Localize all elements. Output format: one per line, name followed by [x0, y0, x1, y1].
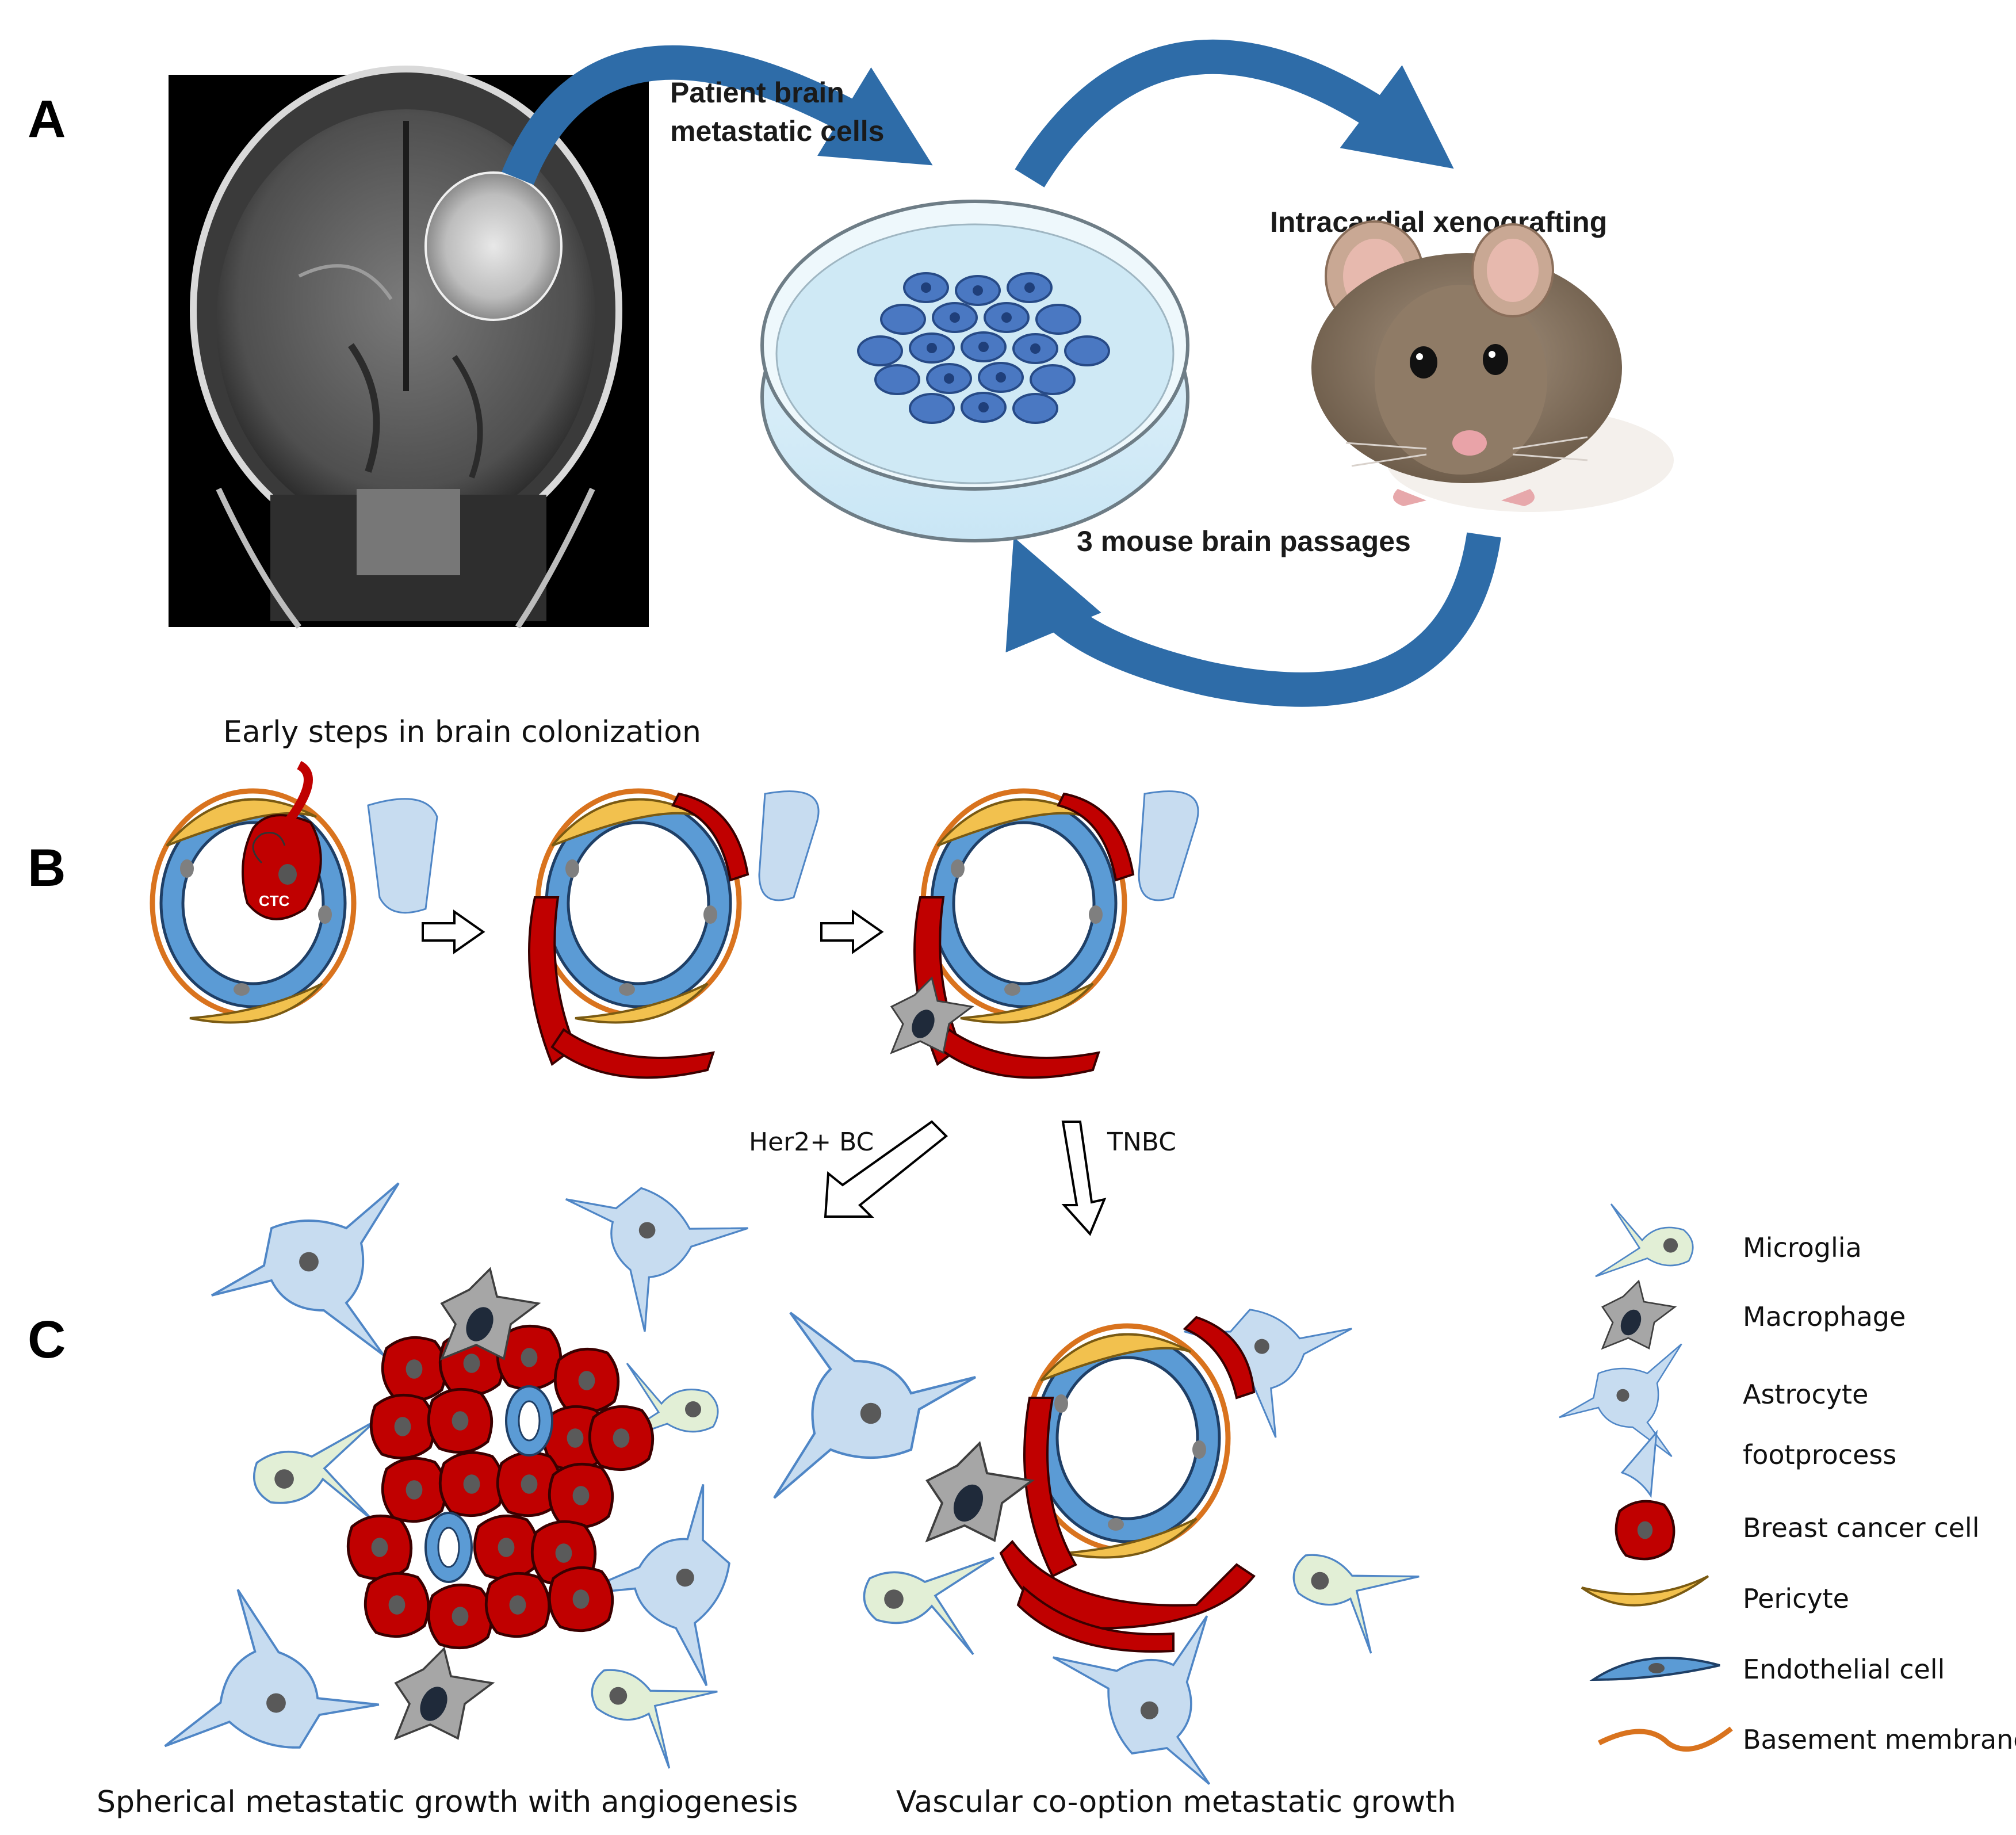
patient-cells-label-line2: metastatic cells	[670, 115, 884, 147]
spherical-growth-diagram	[163, 1125, 794, 1811]
legend-microglia-label: Microglia	[1743, 1232, 1862, 1263]
legend-pericyte-icon	[1581, 1575, 1709, 1607]
new-vessel-1	[505, 1385, 553, 1456]
mouse-illustration	[1311, 220, 1674, 512]
legend-basement-icon	[1597, 1726, 1733, 1752]
xenograft-label: Intracardial xenografting	[1270, 206, 1607, 238]
vessel-step-3	[890, 791, 1199, 1079]
legend-endothelial-label: Endothelial cell	[1743, 1654, 1945, 1685]
legend-astrocyte-label-line2: footprocess	[1743, 1439, 1896, 1470]
legend-breast-cancer-label: Breast cancer cell	[1743, 1512, 1979, 1543]
legend-microglia-icon	[1594, 1203, 1694, 1278]
petri-dish	[760, 200, 1189, 542]
new-vessel-2	[424, 1512, 473, 1583]
arrow-mri-to-dish	[502, 45, 933, 185]
patient-cells-label-line1: Patient brain	[670, 77, 844, 109]
legend-macrophage-icon	[1601, 1280, 1676, 1350]
legend-astrocyte-icon	[1558, 1343, 1682, 1458]
passages-label: 3 mouse brain passages	[1077, 525, 1411, 557]
tumor-mass	[424, 171, 563, 321]
panel-b-title: Early steps in brain colonization	[223, 715, 701, 750]
mri-brain-scan	[169, 66, 649, 629]
legend-endothelial-icon	[1589, 1657, 1720, 1681]
tumor-cluster	[348, 1326, 653, 1648]
arrow-passages-return	[1005, 532, 1501, 707]
panel-label-b: B	[28, 839, 66, 897]
tnbc-label: TNBC	[1107, 1127, 1176, 1157]
spherical-growth-caption: Spherical metastatic growth with angioge…	[97, 1785, 798, 1819]
vessel-step-2	[528, 791, 820, 1079]
step-arrow-2	[820, 909, 884, 954]
panel-label-c: C	[28, 1310, 66, 1369]
her2-label: Her2+ BC	[749, 1127, 874, 1157]
legend-basement-label: Basement membrane	[1743, 1724, 2016, 1755]
branch-arrow-her2	[824, 1120, 948, 1218]
vascular-cooption-caption: Vascular co-option metastatic growth	[896, 1785, 1456, 1819]
legend-footprocess-icon	[1620, 1429, 1658, 1498]
vascular-cooption-diagram	[774, 1256, 1420, 1821]
legend-breast-cancer-icon	[1616, 1501, 1674, 1559]
ctc-label: CTC	[259, 892, 290, 909]
legend-macrophage-label: Macrophage	[1743, 1301, 1906, 1332]
legend-pericyte-label: Pericyte	[1743, 1583, 1849, 1614]
branch-arrow-tnbc	[1061, 1121, 1107, 1236]
arrow-dish-to-mouse	[1015, 39, 1454, 188]
vessel-step-1: CTC	[152, 760, 438, 1023]
panel-label-a: A	[28, 90, 66, 148]
legend: Microglia Macrophage Astrocyte footproce…	[1558, 1203, 2016, 1755]
astrocyte-footprocess	[367, 798, 438, 914]
legend-astrocyte-label-line1: Astrocyte	[1743, 1379, 1868, 1410]
step-arrow-1	[422, 909, 485, 954]
